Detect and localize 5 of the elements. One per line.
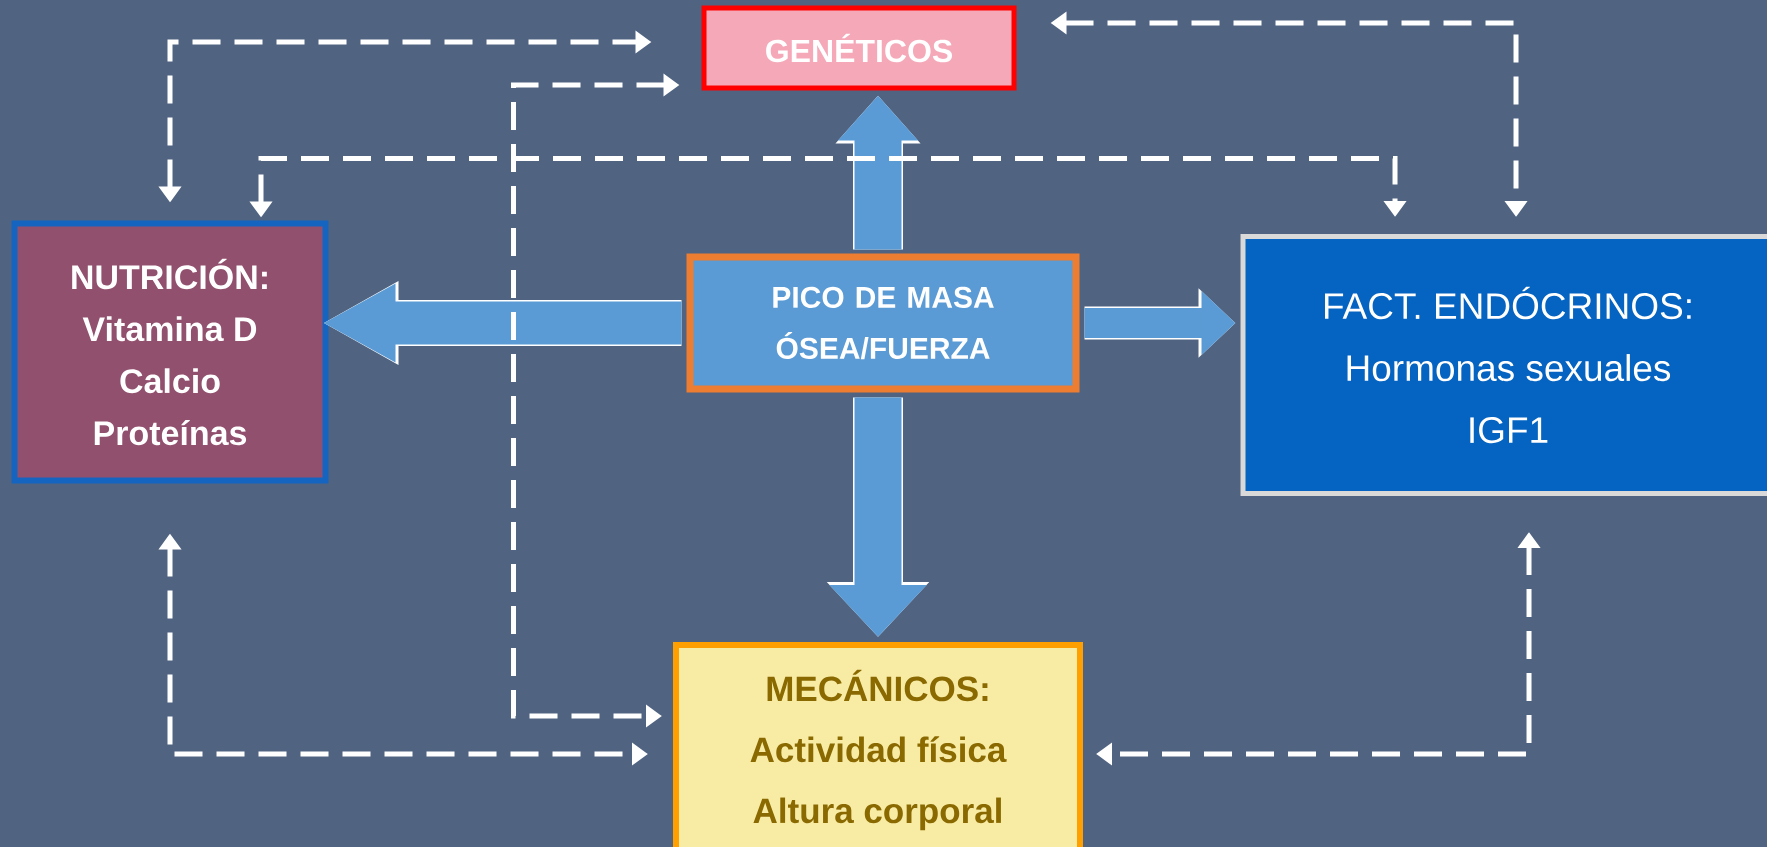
endocrine-box: FACT. ENDÓCRINOS: Hormonas sexuales IGF1 [1240, 234, 1767, 496]
nutrition-box: NUTRICIÓN: Vitamina D Calcio Proteínas [11, 220, 329, 484]
peak-mass-box: PICO DE MASA ÓSEA/FUERZA [686, 253, 1080, 393]
genetics-box: GENÉTICOS [701, 5, 1017, 91]
mechanical-box: MECÁNICOS: Actividad física Altura corporal [673, 642, 1083, 847]
